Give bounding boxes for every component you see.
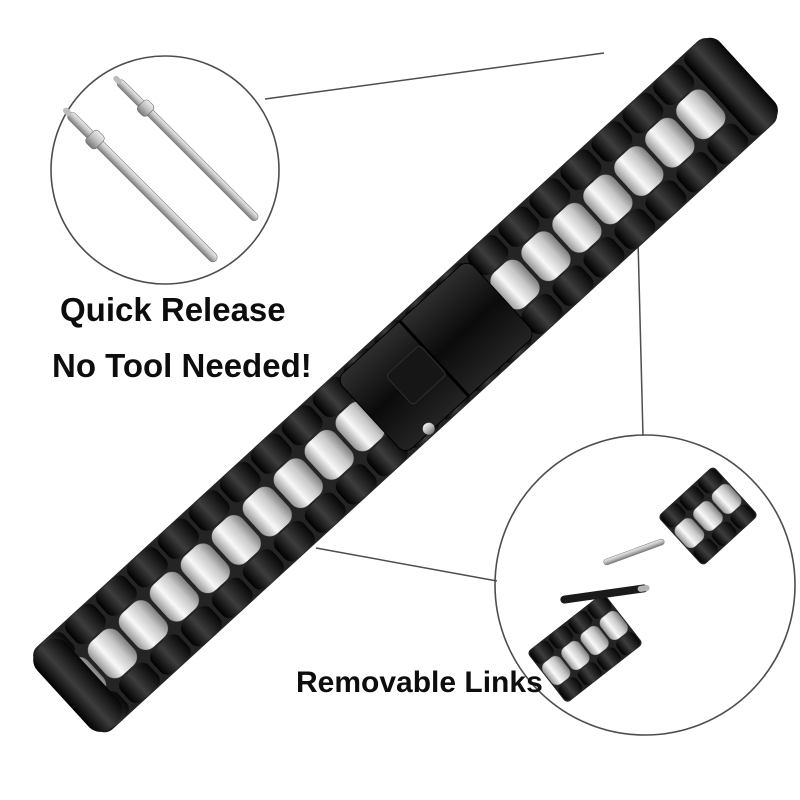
clasp-release-button xyxy=(422,422,435,435)
removable-links-callout xyxy=(494,434,796,736)
spring-bar-pin-icon xyxy=(63,107,218,263)
watch-band xyxy=(33,37,778,733)
band-end-cap-bottom xyxy=(33,638,123,732)
band-segment-upper xyxy=(659,467,757,565)
removable-links-label: Removable Links xyxy=(296,666,543,699)
link-pin-silver-icon xyxy=(603,538,665,566)
spring-bar-pin-icon xyxy=(113,75,259,221)
removable-links-circle xyxy=(494,434,796,736)
callout-line-band-to-circle xyxy=(637,239,644,437)
quick-release-label-line1: Quick Release xyxy=(60,291,286,328)
quick-release-callout xyxy=(50,55,280,285)
callout-lines xyxy=(264,52,644,582)
band-segment-lower xyxy=(528,594,642,702)
callout-line-removable-links xyxy=(315,547,498,582)
deployant-clasp xyxy=(339,262,533,451)
link-pin-black-icon xyxy=(560,584,650,604)
band-end-cap-top xyxy=(687,37,778,133)
callout-line-quick-release xyxy=(264,52,605,100)
quick-release-circle xyxy=(50,55,280,285)
quick-release-label-line2: No Tool Needed! xyxy=(52,347,312,384)
